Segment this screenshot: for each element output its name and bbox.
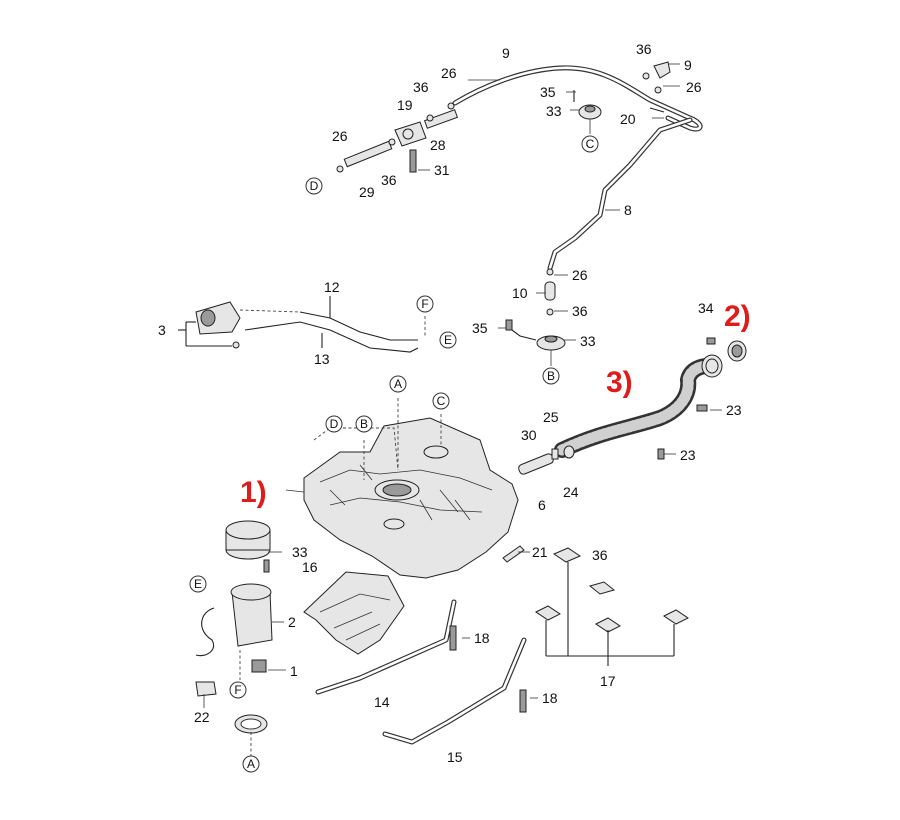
ref-e-pump [189,575,207,593]
label-35d: 36 [572,303,588,319]
bolt-30 [409,149,417,173]
fuel-tank [303,398,519,579]
label-34b: 35 [472,320,488,336]
svg-text:A: A [247,757,255,771]
label-30: 31 [434,162,450,178]
label-35c: 36 [381,172,397,188]
svg-text:C: C [586,137,595,151]
label-16: 16 [302,559,318,575]
svg-text:B: B [547,369,555,383]
label-11: 9 [684,57,692,73]
bolt-18a [449,625,457,651]
label-20: 20 [620,111,636,127]
tank-pads [502,545,689,666]
label-31: 34 [698,300,714,316]
label-35a: 36 [636,41,652,57]
pump-sender-1 [251,659,267,673]
label-6: 6 [538,497,546,513]
label-23b: 23 [680,447,696,463]
label-13: 13 [314,351,330,367]
part-number-labels: 9 36 9 26 35 33 20 26 36 19 28 26 29 36 … [158,41,742,765]
label-12: 12 [324,279,340,295]
callout-filler-neck: 3) [606,366,633,399]
label-35b: 36 [413,79,429,95]
label-25d: 26 [572,267,588,283]
filler-neck-assembly [518,337,747,475]
label-1: 1 [290,663,298,679]
svg-text:A: A [394,377,402,391]
label-2: 2 [288,614,296,630]
hose-29 [518,453,554,475]
label-25c: 26 [332,128,348,144]
callout-tank: 1) [240,476,267,509]
hose-10 [544,281,556,301]
svg-text:E: E [444,333,452,347]
connector-11 [653,61,671,79]
vapor-line-assembly [336,61,703,271]
ref-a-tank [389,375,407,393]
ref-f-top [416,295,434,313]
fuel-pump-assembly [195,520,273,756]
label-27: 28 [430,137,446,153]
label-3: 3 [158,322,166,338]
svg-text:E: E [194,577,202,591]
svg-text:D: D [330,417,339,431]
vapor-pipe-9 [452,65,703,132]
label-34a: 35 [540,84,556,100]
ref-d-tank [325,415,343,433]
ref-c-top [581,135,599,153]
ref-b-tank [355,415,373,433]
label-9: 9 [502,45,510,61]
label-33: 33 [292,544,308,560]
canister-assembly [178,296,426,353]
svg-text:F: F [234,683,241,697]
svg-text:D: D [310,179,319,193]
label-32a: 33 [546,103,562,119]
bolt-31 [706,337,716,345]
label-19: 19 [397,97,413,113]
ref-f-pump [229,681,247,699]
label-25b: 26 [441,65,457,81]
ref-e-top [439,331,457,349]
bracket-22 [195,681,217,697]
ref-c-tank [432,392,450,410]
pad-21 [502,545,525,563]
bolt-18b [519,689,527,713]
label-32b: 33 [580,333,596,349]
svg-text:C: C [437,394,446,408]
label-28: 29 [359,184,375,200]
label-26: 25 [543,409,559,425]
label-18a: 18 [474,630,490,646]
ref-letter-circles [189,135,599,773]
vapor-pipe-8 [547,117,693,271]
label-23a: 23 [726,402,742,418]
label-17: 17 [600,673,616,689]
label-14: 14 [374,694,390,710]
hose-27 [423,109,459,129]
callout-cap: 2) [724,300,751,333]
label-22: 22 [194,709,210,725]
label-25a: 26 [686,79,702,95]
svg-text:B: B [360,417,368,431]
label-24: 24 [563,484,579,500]
leader-lines [203,63,722,708]
ref-d-top [305,177,323,195]
label-18b: 18 [542,690,558,706]
ref-a-bottom [242,755,260,773]
ref-b-top [542,367,560,385]
hose-28 [343,140,393,168]
label-8: 8 [624,202,632,218]
heat-shield-16 [303,571,405,655]
label-36: 36 [592,547,608,563]
label-29: 30 [521,427,537,443]
label-15: 15 [447,749,463,765]
label-21: 21 [532,544,548,560]
label-10: 10 [512,285,528,301]
svg-text:F: F [421,297,428,311]
tank-valve-b-assembly [505,268,566,366]
